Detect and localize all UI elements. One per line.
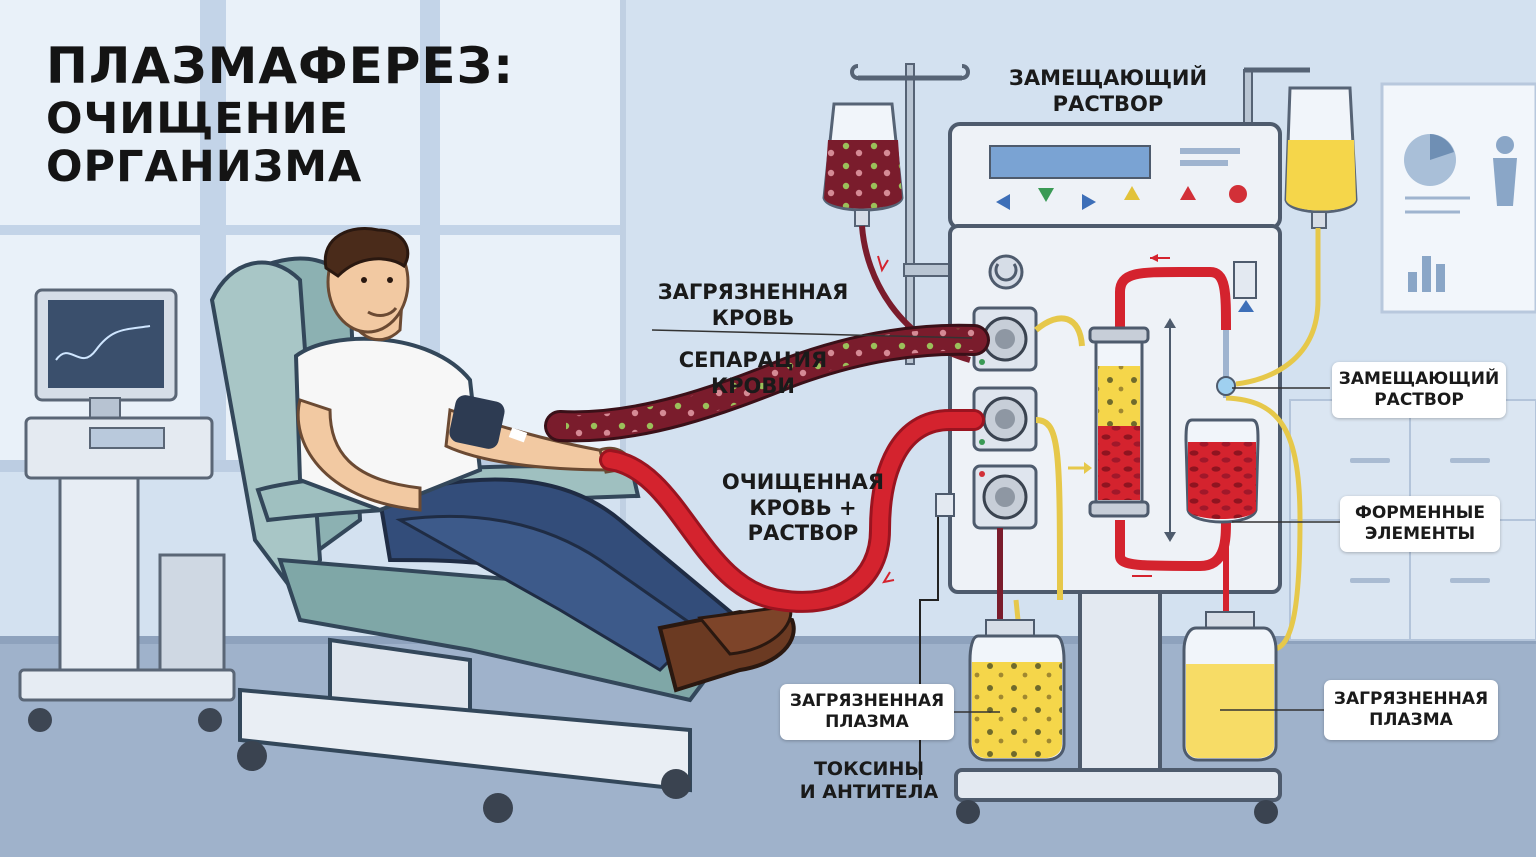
label-toxins: ТОКСИНЫ И АНТИТЕЛА xyxy=(776,758,962,804)
dirty-plasma-container-left xyxy=(970,620,1064,760)
title-line-3: ОРГАНИЗМА xyxy=(46,143,514,192)
label-formed-elements: ФОРМЕННЫЕ ЭЛЕМЕНТЫ xyxy=(1340,496,1500,552)
label-dirty-plasma-right: ЗАГРЯЗНЕННАЯ ПЛАЗМА xyxy=(1324,680,1498,740)
dirty-blood-bag xyxy=(824,104,902,226)
dirty-plasma-container-right xyxy=(1184,612,1276,760)
title-line-2: ОЧИЩЕНИЕ xyxy=(46,95,514,144)
replacement-bag-top xyxy=(1286,88,1356,228)
label-cleaned-blood: ОЧИЩЕННАЯ КРОВЬ + РАСТВОР xyxy=(712,470,894,547)
label-dirty-blood: ЗАГРЯЗНЕННАЯ КРОВЬ xyxy=(640,280,866,331)
label-blood-separation: СЕПАРАЦИЯ КРОВИ xyxy=(660,348,846,399)
label-replacement-right: ЗАМЕЩАЮЩИЙ РАСТВОР xyxy=(1332,362,1506,418)
formed-elements-bag xyxy=(1186,420,1258,522)
title-line-1: ПЛАЗМАФЕРЕЗ: xyxy=(46,38,514,95)
label-dirty-plasma-left: ЗАГРЯЗНЕННАЯ ПЛАЗМА xyxy=(780,684,954,740)
label-replacement-top: ЗАМЕЩАЮЩИЙ РАСТВОР xyxy=(1000,66,1216,117)
page-title: ПЛАЗМАФЕРЕЗ: ОЧИЩЕНИЕ ОРГАНИЗМА xyxy=(46,38,514,192)
